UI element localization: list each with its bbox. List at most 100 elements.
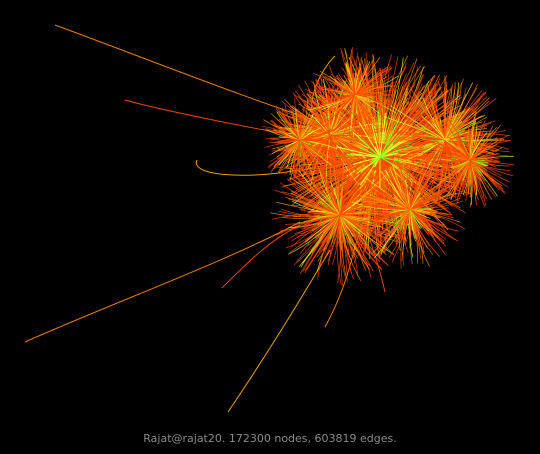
edge [409, 191, 428, 211]
core-edge [353, 156, 381, 165]
edge [381, 209, 411, 223]
core-edge [379, 133, 400, 158]
core-edge [359, 156, 381, 186]
core-edge [379, 148, 403, 158]
edge [401, 209, 411, 256]
tendril-edge [369, 239, 386, 293]
core-edge [371, 124, 381, 158]
edge [431, 122, 446, 141]
edge [354, 80, 398, 96]
edge [323, 190, 341, 216]
edge [333, 94, 356, 113]
edge [444, 139, 490, 154]
edge [469, 159, 489, 164]
graph-core [336, 112, 417, 188]
edge [279, 182, 341, 216]
edge [314, 186, 341, 216]
edge [469, 138, 505, 161]
edge [354, 56, 381, 96]
edge [339, 149, 344, 216]
edge [299, 139, 315, 147]
edge [354, 94, 390, 126]
edge [409, 209, 439, 238]
edge [286, 178, 341, 216]
edge [422, 98, 446, 141]
edge [443, 139, 446, 189]
edge [298, 139, 301, 183]
edge [469, 144, 485, 161]
core-edge [358, 122, 381, 158]
edge [339, 214, 360, 246]
edge [338, 214, 346, 277]
edge [339, 214, 369, 268]
edge [469, 159, 485, 187]
edge [354, 77, 380, 96]
edge [372, 209, 411, 221]
edge [399, 139, 446, 157]
edge [339, 214, 402, 222]
graph-caption: Rajat@rajat20. 172300 nodes, 603819 edge… [143, 432, 397, 445]
edge [278, 125, 301, 141]
edge [435, 159, 471, 189]
edge [265, 137, 301, 141]
edge [317, 214, 341, 271]
core-edge [378, 115, 381, 158]
edge [469, 135, 473, 161]
edge [339, 214, 395, 255]
edge [354, 94, 373, 142]
edge [409, 200, 464, 211]
edge [400, 173, 411, 211]
edge [354, 72, 358, 96]
edge [277, 139, 301, 173]
edge [308, 213, 341, 219]
tendril-edge [227, 249, 331, 413]
edge [469, 159, 514, 166]
edge [317, 87, 356, 96]
edge [277, 139, 301, 145]
edge [409, 208, 432, 211]
edge [287, 214, 341, 240]
edge [409, 161, 429, 211]
edge [299, 115, 334, 141]
core-edge [374, 146, 381, 158]
edge [339, 168, 352, 216]
core-edge [362, 140, 381, 158]
edge [313, 72, 356, 96]
edge [299, 98, 309, 141]
edge [443, 86, 446, 141]
edge [339, 214, 362, 281]
edge [273, 124, 301, 141]
edge [458, 159, 471, 197]
core-edge [379, 156, 405, 163]
core-edge [357, 146, 381, 158]
edge [437, 159, 471, 163]
edge [292, 107, 301, 141]
edge [354, 75, 393, 96]
edge [440, 153, 471, 161]
edge [293, 139, 301, 184]
edge [327, 94, 356, 122]
edge [303, 214, 341, 222]
edge [450, 159, 471, 200]
edge [288, 139, 301, 155]
edge [469, 159, 500, 191]
edge [352, 94, 356, 119]
edge [337, 94, 356, 134]
edge [352, 94, 357, 133]
edge [451, 150, 471, 161]
core-edge [372, 156, 381, 165]
edge [354, 63, 360, 96]
edge [469, 137, 473, 161]
edge [364, 184, 411, 211]
edge [362, 205, 411, 211]
core-edge [336, 146, 381, 158]
edge [444, 82, 473, 141]
edge [329, 104, 343, 136]
edge [409, 172, 425, 211]
tendril-edge [221, 224, 301, 289]
edge [404, 209, 411, 245]
edge [409, 190, 450, 211]
edge [456, 131, 471, 161]
edge [401, 180, 411, 211]
